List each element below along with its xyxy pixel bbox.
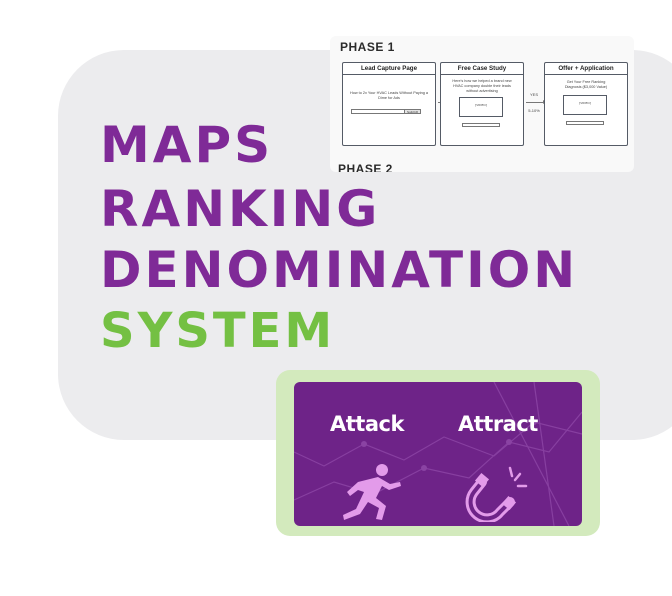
connector-arrow xyxy=(526,100,546,104)
headline-line-4: SYSTEM xyxy=(100,303,336,359)
step-title: Lead Capture Page xyxy=(343,63,435,75)
step-title: Free Case Study xyxy=(441,63,523,75)
mock-video: [VIDEO] xyxy=(563,95,607,115)
offer-application-step: Offer + Application Get Your Free Rankin… xyxy=(544,62,628,146)
headline-line-2: RANKING xyxy=(100,180,381,238)
connector-label-bottom: 5-10% xyxy=(528,108,540,113)
attack-attract-card: Attack Attract xyxy=(294,382,582,526)
runner-icon xyxy=(343,464,401,520)
attack-attract-card-frame: Attack Attract xyxy=(276,370,600,536)
mock-submit-button: Submit xyxy=(404,110,420,114)
free-case-study-step: Free Case Study Here's how we helped a b… xyxy=(440,62,524,146)
connector-label-top: YES xyxy=(529,92,538,97)
phase-1-label: PHASE 1 xyxy=(340,40,395,54)
attack-label: Attack xyxy=(330,412,404,436)
funnel-diagram-card: PHASE 1 Lead Capture Page How to 2x Your… xyxy=(330,36,634,172)
mock-button xyxy=(462,123,500,127)
mock-video: [VIDEO] xyxy=(459,97,503,117)
step-description: Get Your Free Ranking Diagnosis ($3,000 … xyxy=(564,80,608,89)
attract-label: Attract xyxy=(458,412,538,436)
headline-line-3: DENOMINATION xyxy=(100,241,579,299)
mock-button xyxy=(566,121,604,125)
phase-2-label: PHASE 2 xyxy=(338,162,393,172)
background-graph-decoration xyxy=(294,382,582,526)
step-description: How to 2x Your HVAC Leads Without Paying… xyxy=(349,91,429,100)
headline-line-1: MAPS xyxy=(100,116,274,174)
lead-capture-step: Lead Capture Page How to 2x Your HVAC Le… xyxy=(342,62,436,146)
step-description: Here's how we helped a brand new HVAC co… xyxy=(452,79,512,93)
step-title: Offer + Application xyxy=(545,63,627,75)
mock-email-form: Submit xyxy=(351,109,421,114)
magnet-icon xyxy=(465,466,528,522)
